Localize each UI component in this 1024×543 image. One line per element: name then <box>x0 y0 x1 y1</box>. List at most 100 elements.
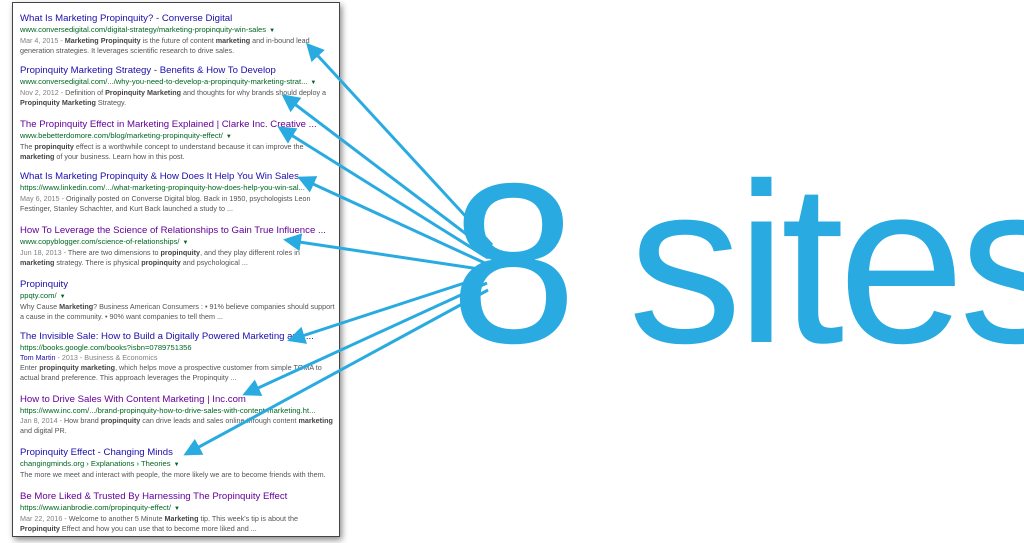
snippet-keyword: marketing <box>20 258 55 267</box>
result-date: Mar 22, 2016 <box>20 514 63 523</box>
result-url-text: www.bebetterdomore.com/blog/marketing-pr… <box>20 131 223 140</box>
dropdown-caret-icon[interactable]: ▼ <box>182 240 189 246</box>
result-snippet: The more we meet and interact with peopl… <box>20 470 336 480</box>
result-title-link[interactable]: What Is Marketing Propinquity? - Convers… <box>20 13 233 24</box>
result-url-text: changingminds.org › Explanations › Theor… <box>20 459 171 468</box>
result-snippet: The propinquity effect is a worthwhile c… <box>20 142 336 162</box>
result-date: May 6, 2015 <box>20 194 60 203</box>
search-result: The Propinquity Effect in Marketing Expl… <box>20 119 336 162</box>
snippet-text: Originally posted on Converse Digital bl… <box>20 194 311 213</box>
snippet-text: Definition of <box>65 88 106 97</box>
search-result: Propinquity Marketing Strategy - Benefit… <box>20 65 336 108</box>
result-snippet: Jan 8, 2014 - How brand propinquity can … <box>20 416 333 435</box>
result-snippet: Nov 2, 2012 - Definition of Propinquity … <box>20 88 327 107</box>
result-url: www.copyblogger.com/science-of-relations… <box>20 237 336 248</box>
dropdown-caret-icon[interactable]: ▼ <box>59 294 66 300</box>
snippet-keyword: propinquity <box>160 248 201 257</box>
result-url-text: www.conversedigital.com/digital-strategy… <box>20 25 267 34</box>
result-url: www.conversedigital.com/digital-strategy… <box>20 25 336 36</box>
snippet-text: Effect and how you can use that to becom… <box>59 524 257 533</box>
snippet-keyword: marketing <box>215 36 251 45</box>
dropdown-caret-icon[interactable]: ▼ <box>225 134 232 140</box>
snippet-keyword: propinquity marketing <box>39 363 116 372</box>
snippet-text: tip. This week's tip is about the <box>198 514 298 523</box>
pointer-arrow <box>277 126 489 260</box>
result-url-text: https://books.google.com/books?isbn=0789… <box>20 343 192 352</box>
result-date: Jun 18, 2013 <box>20 248 62 257</box>
pointer-arrow <box>242 281 488 396</box>
result-meta: Tom Martin - 2013 - Business & Economics <box>20 353 336 363</box>
search-result: How to Drive Sales With Content Marketin… <box>20 394 336 436</box>
snippet-text: Strategy. <box>95 98 127 107</box>
result-url-text: www.conversedigital.com/.../why-you-need… <box>20 77 308 86</box>
snippet-keyword: marketing <box>298 416 333 425</box>
dropdown-caret-icon[interactable]: ▼ <box>269 28 276 34</box>
snippet-text: is the future of content <box>140 36 216 45</box>
dropdown-caret-icon[interactable]: ▼ <box>173 506 180 512</box>
dropdown-caret-icon[interactable]: ▼ <box>173 462 180 468</box>
snippet-keyword: propinquity <box>141 258 181 267</box>
result-title-link[interactable]: How To Leverage the Science of Relations… <box>20 225 326 236</box>
snippet-keyword: propinquity <box>100 416 141 425</box>
snippet-text: and thoughts for why brands should deplo… <box>180 88 327 97</box>
pointer-arrow <box>305 42 494 247</box>
snippet-keyword: Propinquity Marketing <box>105 88 181 97</box>
result-url: https://www.inc.com/.../brand-propinquit… <box>20 406 336 416</box>
result-title-link[interactable]: Propinquity Effect - Changing Minds <box>20 447 173 458</box>
result-title-link[interactable]: Propinquity Marketing Strategy - Benefit… <box>20 65 276 76</box>
result-snippet: Enter propinquity marketing, which helps… <box>20 363 336 383</box>
snippet-text: The <box>20 142 35 151</box>
result-url: www.conversedigital.com/.../why-you-need… <box>20 77 336 88</box>
snippet-text: The more we meet and interact with peopl… <box>20 470 326 479</box>
result-snippet: May 6, 2015 - Originally posted on Conve… <box>20 194 311 213</box>
search-result: The Invisible Sale: How to Build a Digit… <box>20 331 336 383</box>
result-date: Mar 4, 2015 <box>20 36 59 45</box>
result-title-link[interactable]: The Invisible Sale: How to Build a Digit… <box>20 331 314 342</box>
result-title-link[interactable]: Be More Liked & Trusted By Harnessing Th… <box>20 491 288 502</box>
snippet-keyword: Propinquity <box>20 524 60 533</box>
snippet-keyword: propinquity <box>34 142 74 151</box>
snippet-text: and in-bound lead generation strategies.… <box>20 36 310 55</box>
result-title-link[interactable]: Propinquity <box>20 279 68 290</box>
snippet-keyword: marketing <box>20 152 55 161</box>
search-result: How To Leverage the Science of Relations… <box>20 225 336 268</box>
result-date: Nov 2, 2012 <box>20 88 59 97</box>
snippet-text: There are two dimensions to <box>67 248 161 257</box>
result-url: changingminds.org › Explanations › Theor… <box>20 459 336 470</box>
snippet-text: , and they play different roles in <box>200 248 300 257</box>
headline-8-sites: 8 sites <box>450 137 1024 391</box>
result-url-text: https://www.linkedin.com/.../what-market… <box>20 183 305 192</box>
result-title-link[interactable]: The Propinquity Effect in Marketing Expl… <box>20 119 317 130</box>
result-url-text: https://www.inc.com/.../brand-propinquit… <box>20 406 316 415</box>
result-url: https://books.google.com/books?isbn=0789… <box>20 343 336 353</box>
result-url: https://www.ianbrodie.com/propinquity-ef… <box>20 503 336 514</box>
result-title-link[interactable]: How to Drive Sales With Content Marketin… <box>20 394 246 405</box>
result-url-text: www.copyblogger.com/science-of-relations… <box>20 237 180 246</box>
result-title-link[interactable]: What Is Marketing Propinquity & How Does… <box>20 171 310 182</box>
snippet-text: and digital PR. <box>20 426 67 435</box>
pointer-arrow <box>297 176 488 266</box>
result-url-text: https://www.ianbrodie.com/propinquity-ef… <box>20 503 171 512</box>
author-link[interactable]: Tom Martin <box>20 353 56 362</box>
snippet-text: and psychological ... <box>180 258 248 267</box>
pointer-arrow <box>287 274 487 344</box>
result-url: www.bebetterdomore.com/blog/marketing-pr… <box>20 131 336 142</box>
snippet-text: strategy. There is physical <box>54 258 142 267</box>
snippet-text: Welcome to another 5 Minute <box>68 514 165 523</box>
result-snippet: Jun 18, 2013 - There are two dimensions … <box>20 248 300 267</box>
dropdown-caret-icon[interactable]: ▼ <box>310 80 317 86</box>
result-url: ppqty.com/▼ <box>20 291 336 302</box>
search-results-panel: What Is Marketing Propinquity? - Convers… <box>12 2 340 537</box>
pointer-arrow <box>283 233 487 272</box>
snippet-text: How brand <box>63 416 101 425</box>
snippet-text: Enter <box>20 363 40 372</box>
snippet-text: of your business. Learn how in this post… <box>54 152 185 161</box>
search-result: What Is Marketing Propinquity? - Convers… <box>20 13 336 56</box>
snippet-keyword: Marketing <box>59 302 94 311</box>
pointer-arrow <box>281 94 491 254</box>
result-snippet: Why Cause Marketing? Business American C… <box>20 302 336 322</box>
snippet-text: effect is a worthwhile concept to unders… <box>73 142 304 151</box>
snippet-keyword: Propinquity Marketing <box>20 98 96 107</box>
